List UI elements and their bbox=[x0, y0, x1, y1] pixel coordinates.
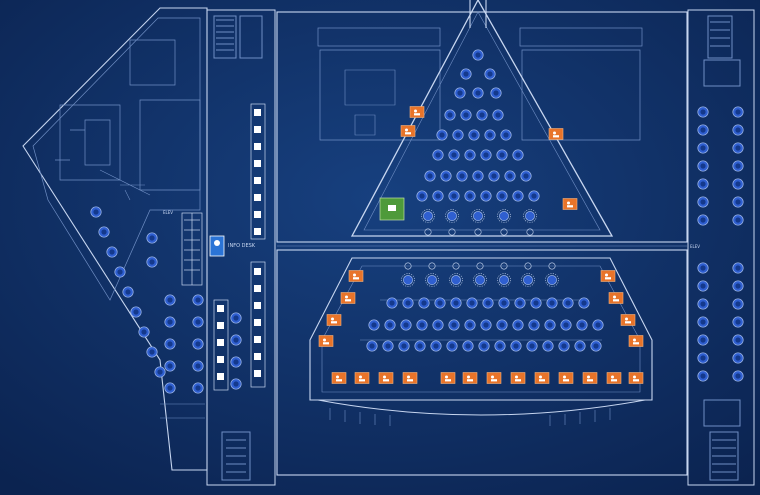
booth-icon[interactable] bbox=[402, 372, 418, 384]
booth-icon[interactable] bbox=[348, 270, 364, 282]
booth-icon[interactable] bbox=[409, 106, 425, 118]
booth-icon[interactable] bbox=[620, 314, 636, 326]
booth-icon[interactable] bbox=[331, 372, 347, 384]
booth-icon[interactable] bbox=[462, 372, 478, 384]
booth-icon[interactable] bbox=[318, 335, 334, 347]
right-service-tower bbox=[687, 9, 755, 486]
booth-icon[interactable] bbox=[486, 372, 502, 384]
info-desk-label: INFO DESK bbox=[228, 243, 256, 249]
booth-icon[interactable] bbox=[606, 372, 622, 384]
booth-icon[interactable] bbox=[378, 372, 394, 384]
booth-icon[interactable] bbox=[582, 372, 598, 384]
info-desk[interactable]: INFO DESK bbox=[209, 235, 256, 257]
booth-icon[interactable] bbox=[608, 292, 624, 304]
escalator-label-left: ELEV bbox=[163, 210, 173, 215]
upper-hall-booths bbox=[379, 106, 578, 221]
escalator-label-right: ELEV bbox=[690, 244, 700, 249]
left-service-tower bbox=[206, 9, 276, 486]
upper-hall bbox=[276, 0, 688, 243]
booth-icon[interactable] bbox=[534, 372, 550, 384]
left-kiosk-column bbox=[213, 103, 266, 391]
left-escalators bbox=[181, 212, 203, 286]
booth-icon[interactable] bbox=[510, 372, 526, 384]
booth-icon[interactable] bbox=[562, 198, 578, 210]
booth-icon[interactable] bbox=[340, 292, 356, 304]
info-icon bbox=[214, 240, 220, 246]
booth-icon[interactable] bbox=[548, 128, 564, 140]
booth-icon[interactable] bbox=[440, 372, 456, 384]
booth-icon[interactable] bbox=[600, 270, 616, 282]
booth-icon[interactable] bbox=[354, 372, 370, 384]
booth-icon[interactable] bbox=[628, 372, 644, 384]
corridor-lines bbox=[160, 245, 687, 419]
booth-icon[interactable] bbox=[400, 125, 416, 137]
booth-icon[interactable] bbox=[628, 335, 644, 347]
booth-icon[interactable] bbox=[558, 372, 574, 384]
booth-icon[interactable] bbox=[326, 314, 342, 326]
